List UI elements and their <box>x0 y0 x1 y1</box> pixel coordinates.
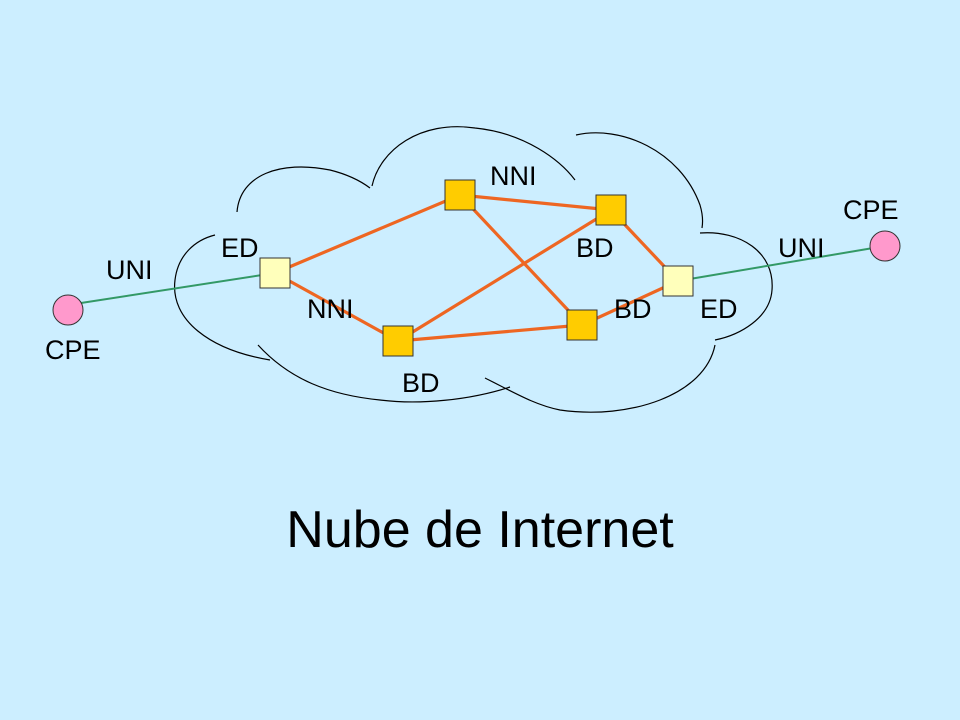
label-uni-left: UNI <box>106 255 153 285</box>
link-bd-bottom-bd-top-right <box>397 208 612 343</box>
core-node-mid-right <box>566 309 598 341</box>
cpe-node-left <box>52 294 84 326</box>
label-uni-right: UNI <box>778 233 825 263</box>
core-node-top <box>444 179 476 211</box>
ed-node-left <box>259 257 291 289</box>
link-ed-right-cpe-right <box>677 245 886 282</box>
ed-node-right <box>662 265 694 297</box>
cpe-node-right <box>869 230 901 262</box>
label-bd-bottom: BD <box>402 368 440 398</box>
link-cpe-left-ed-left <box>67 272 276 306</box>
link-nni-top-bd-top-right <box>459 193 612 212</box>
label-nni-top: NNI <box>490 161 537 191</box>
link-bd-mid-right-ed-right <box>581 279 679 327</box>
link-ed-left-nni-top <box>274 193 461 275</box>
label-bd-mid-right: BD <box>614 294 652 324</box>
label-ed-left: ED <box>221 233 259 263</box>
link-ed-left-bd-bottom <box>274 271 399 343</box>
label-cpe-left: CPE <box>45 335 101 365</box>
core-node-top-right <box>595 194 627 226</box>
core-node-bottom <box>382 325 414 357</box>
label-cpe-right: CPE <box>843 195 899 225</box>
link-nni-top-bd-mid-right <box>458 193 584 327</box>
label-nni-left: NNI <box>307 294 354 324</box>
access-links <box>67 245 886 306</box>
diagram-caption: Nube de Internet <box>286 501 674 559</box>
link-bd-bottom-bd-mid-right <box>397 323 583 343</box>
internet-cloud-outline <box>174 126 773 413</box>
label-ed-right: ED <box>700 294 738 324</box>
label-bd-top-right: BD <box>576 233 614 263</box>
core-links <box>274 193 680 343</box>
